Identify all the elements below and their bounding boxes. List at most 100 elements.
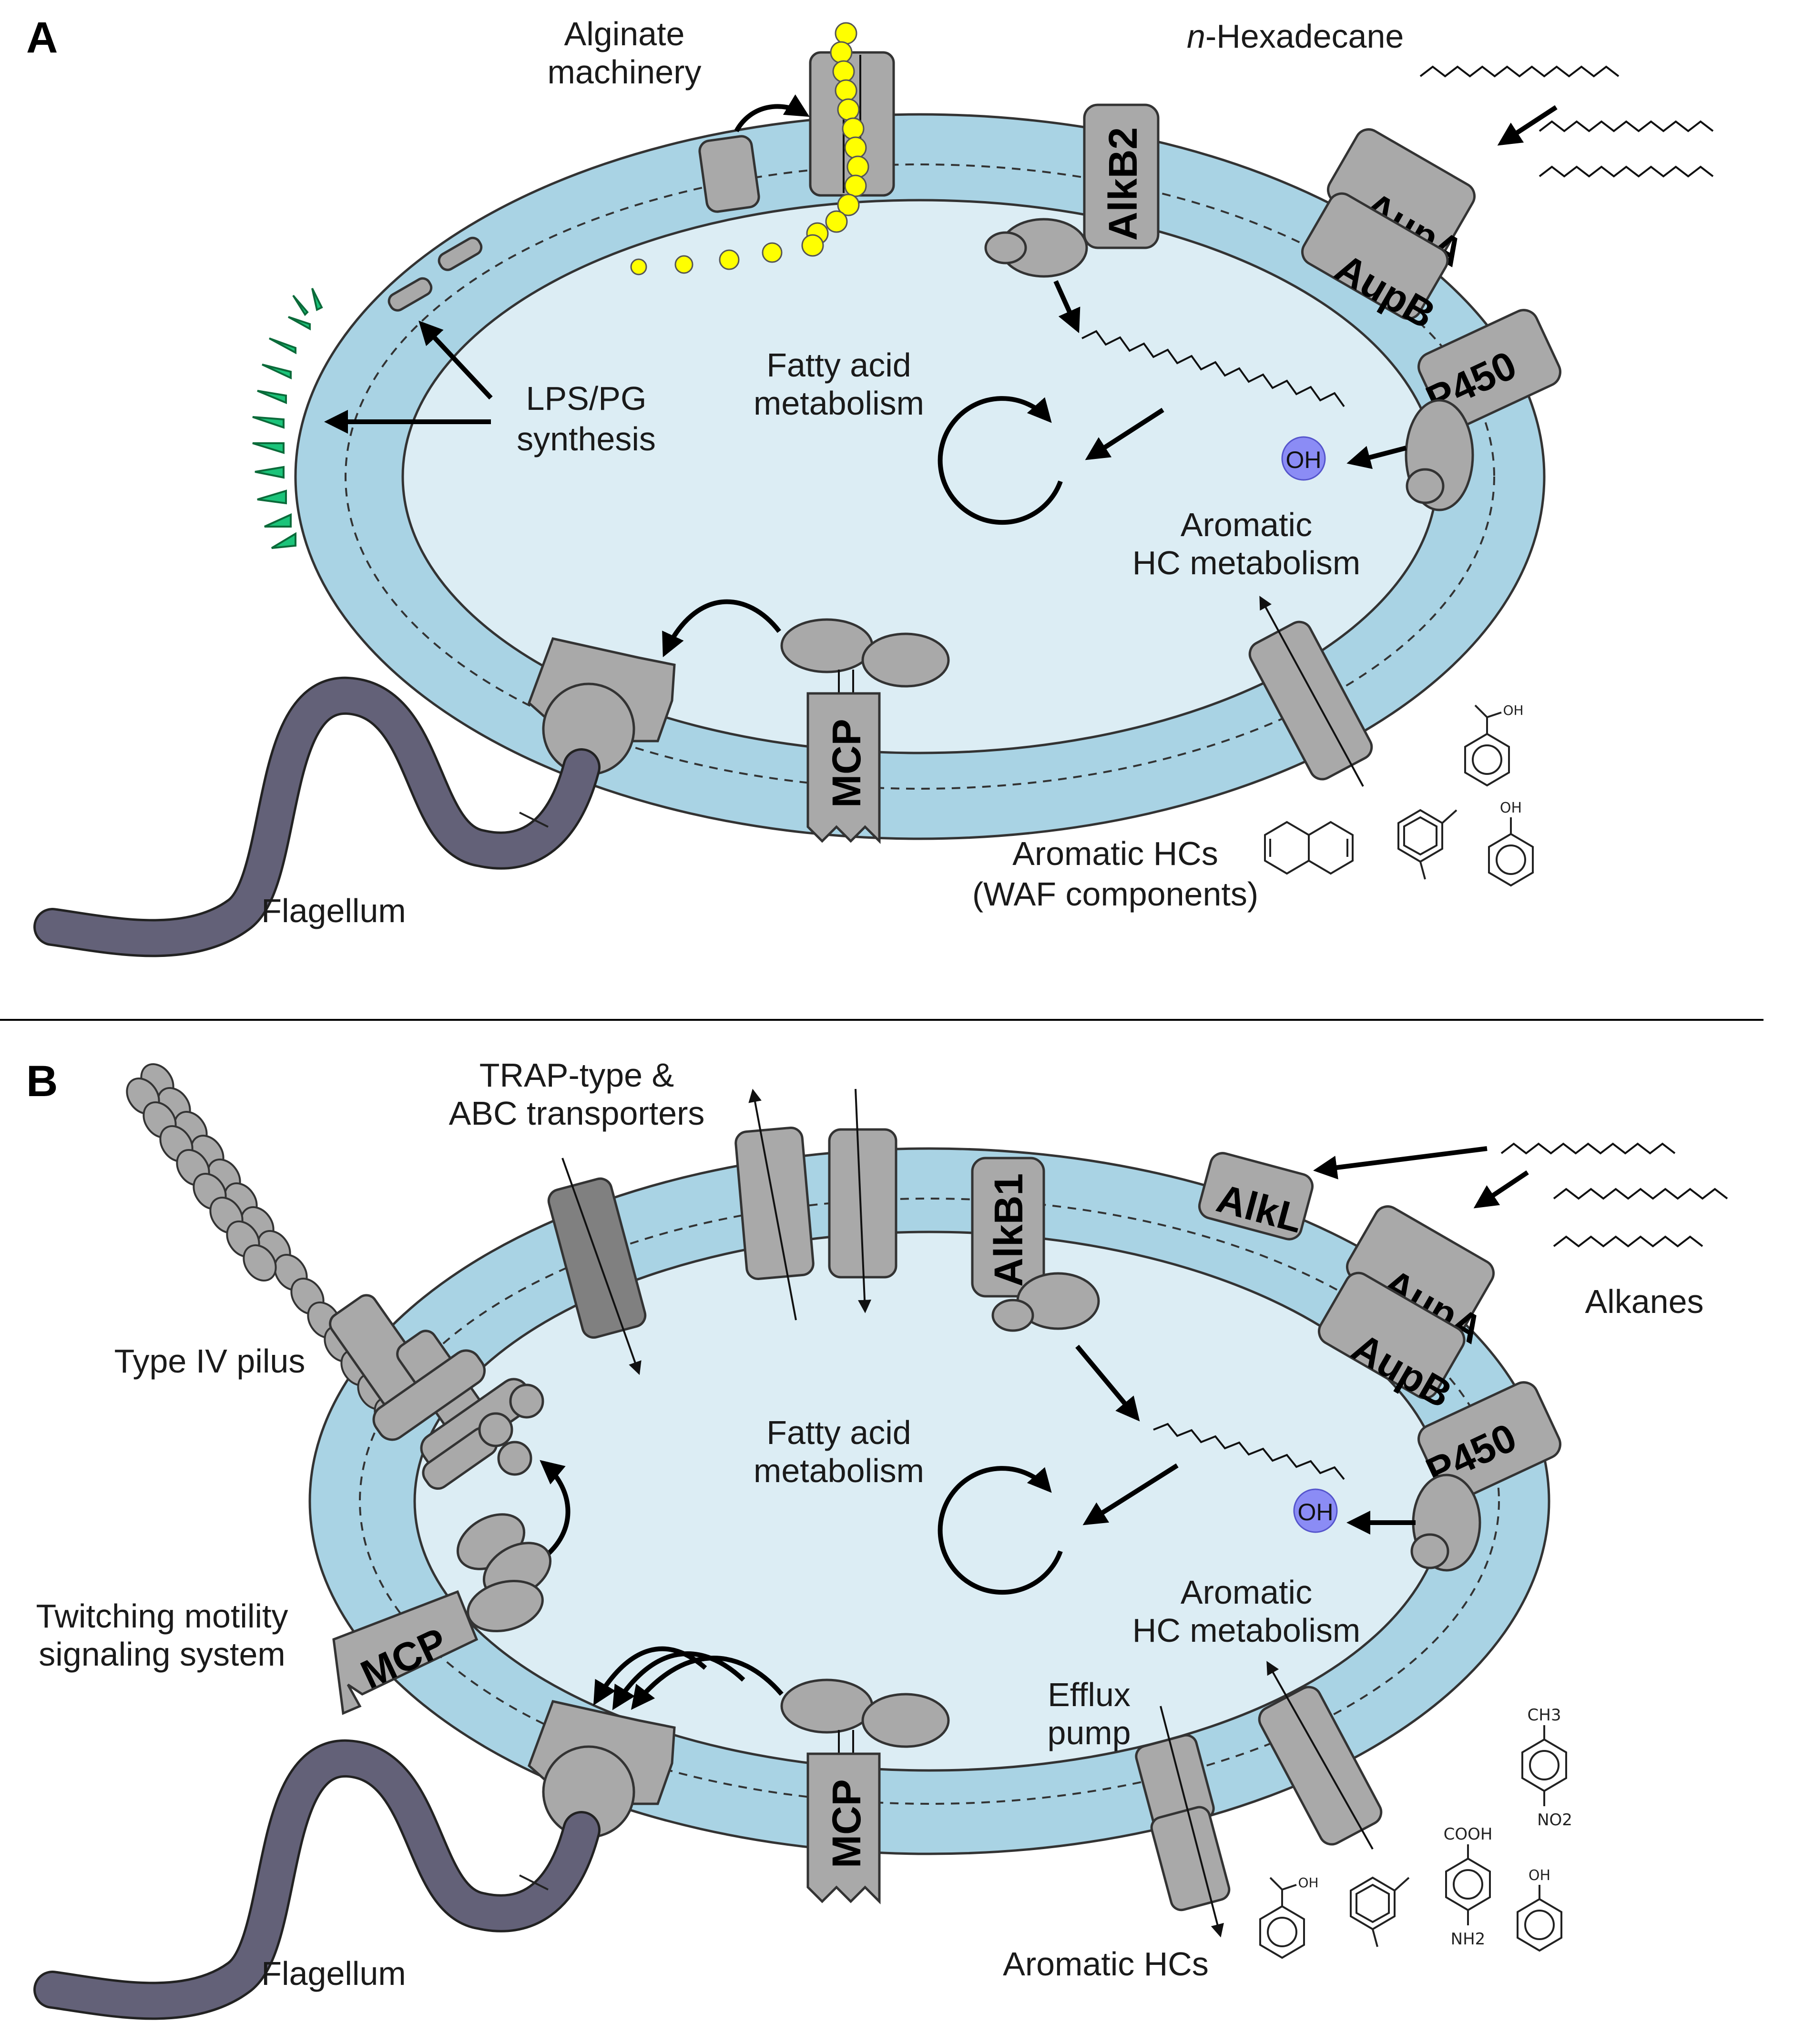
lps-precursor-1	[438, 236, 483, 271]
efflux-pump-inner	[1150, 1806, 1231, 1912]
fatty-acid-label-line2: metabolism	[754, 385, 924, 422]
alkb2-small-domain	[984, 231, 1027, 264]
alkl-protein	[1198, 1152, 1314, 1241]
fatty-alcohol-chain-b	[1153, 1423, 1345, 1480]
abc-export-arrow	[748, 1088, 797, 1321]
phenol-oh-label-b: OH	[1529, 1867, 1550, 1884]
fatty-alcohol-chain	[1081, 330, 1345, 407]
alginate-arrow	[734, 94, 810, 132]
aromatic-hcs-label-line1: Aromatic HCs	[1012, 835, 1218, 872]
hexadecane-label: n-Hexadecane	[1187, 18, 1404, 55]
twitching-label-line2: signaling system	[39, 1636, 285, 1673]
aromatic-uptake-arrow	[1259, 596, 1364, 787]
hexadecane-chain-3	[1539, 165, 1714, 178]
mcp-twitch-protein	[332, 1590, 479, 1715]
aromatic-transporter	[1248, 620, 1373, 781]
mcp-a-domain-left	[780, 618, 874, 673]
alkane-chain-3	[1553, 1235, 1703, 1248]
aromatic-uptake-arrow-b	[1266, 1661, 1374, 1850]
p450-hydroxylation-arrow	[1346, 446, 1407, 469]
no2-label: NO2	[1537, 1810, 1572, 1830]
aromatic-hcs-b-label: Aromatic HCs	[1003, 1945, 1209, 1983]
hexadecane-chain-1	[1419, 65, 1620, 78]
type-iv-pilus	[126, 1063, 544, 1490]
mcp-b-domain-left	[780, 1678, 874, 1734]
benzoic-acid-structure-b: OH	[1259, 1875, 1319, 1959]
alkb2-protein	[1083, 103, 1160, 249]
trap-label-line1: TRAP-type &	[479, 1057, 674, 1094]
mcp-b-label: MCP	[824, 1779, 869, 1868]
oh-bubble-b	[1293, 1488, 1338, 1533]
oh-bubble	[1281, 436, 1326, 481]
alginate-inner-protein	[698, 135, 760, 213]
panel-a-letter: A	[26, 13, 58, 62]
oh-label-b: OH	[1298, 1499, 1334, 1525]
alginate-label-line2: machinery	[548, 53, 702, 91]
alkane-chain-2	[1553, 1188, 1728, 1200]
alkb2-oxidation-arrow	[1053, 280, 1080, 334]
flagellum-a-label: Flagellum	[261, 892, 406, 929]
aromatic-transporter-b	[1258, 1686, 1383, 1846]
hexadecane-uptake-arrow	[1497, 105, 1558, 146]
mcp-b-protein	[806, 1752, 881, 1905]
aromatic-metabolism-line2: HC metabolism	[1132, 544, 1360, 581]
aromatic-metabolism-line1: Aromatic	[1181, 506, 1312, 543]
naphthalene-structure	[1264, 821, 1354, 875]
lps-to-precursor-arrow	[418, 320, 493, 400]
efflux-label-line2: pump	[1047, 1714, 1131, 1751]
phenol-structure-a: OH	[1488, 800, 1534, 887]
p450-protein-b	[1417, 1381, 1561, 1502]
panel-b-letter: B	[26, 1057, 58, 1106]
p450-small-domain-b	[1410, 1533, 1449, 1569]
xylene-structure-b	[1350, 1876, 1410, 1947]
phenol-oh-label-a: OH	[1500, 800, 1522, 816]
alkb1-label: AlkB1	[986, 1173, 1031, 1287]
lps-brush	[252, 288, 323, 549]
alcohol-to-cycle-arrow	[1085, 407, 1164, 460]
aminobenzoic-acid-structure: COOH NH2	[1444, 1825, 1493, 1949]
oh-label: OH	[1286, 447, 1322, 473]
mcp-b-signal-arrow-2	[612, 1651, 745, 1710]
p450-protein	[1417, 309, 1561, 430]
mcp-b-domain-right	[861, 1693, 950, 1748]
aromatic-metabolism-b-line2: HC metabolism	[1132, 1612, 1360, 1649]
alcohol-to-cycle-arrow-b	[1082, 1463, 1179, 1525]
cooh-label: COOH	[1444, 1825, 1493, 1844]
trap-transporter	[547, 1177, 647, 1339]
type-iv-pilus-label: Type IV pilus	[114, 1342, 306, 1380]
panel-a: A	[26, 13, 1714, 957]
alkb1-small-domain	[991, 1299, 1034, 1332]
alkb2-label: AlkB2	[1101, 127, 1145, 241]
aromatic-metabolism-b-line1: Aromatic	[1181, 1574, 1312, 1611]
aupb-protein-b	[1318, 1271, 1466, 1400]
nitrotoluene-structure: CH3 NO2	[1521, 1706, 1572, 1830]
twitching-signal-arrow	[540, 1460, 571, 1558]
efflux-arrow	[1160, 1706, 1224, 1938]
fatty-acid-label-b-line1: Fatty acid	[766, 1414, 911, 1451]
fatty-acid-cycle-b	[938, 1466, 1063, 1595]
aup-uptake-arrow	[1473, 1170, 1529, 1209]
aupb-protein	[1301, 192, 1449, 320]
periplasm-dashed-line	[345, 163, 1495, 790]
alkane-chain-1	[1500, 1142, 1676, 1155]
alkb1-protein	[971, 1157, 1045, 1298]
mcp-a-label: MCP	[824, 719, 869, 808]
p450-small-domain	[1406, 468, 1445, 504]
flagellum-b-label: Flagellum	[261, 1955, 406, 1992]
flagellum-b	[36, 1741, 598, 2018]
nh2-label: NH2	[1451, 1930, 1486, 1949]
xylene-structure	[1397, 809, 1458, 880]
lps-label-line2: synthesis	[517, 420, 656, 458]
fatty-acid-label-line1: Fatty acid	[766, 346, 911, 384]
alkanes-label: Alkanes	[1585, 1283, 1703, 1320]
ch3-label: CH3	[1528, 1706, 1561, 1725]
aromatic-hcs-label-line2: (WAF components)	[972, 875, 1258, 913]
efflux-label-line1: Efflux	[1048, 1676, 1131, 1713]
trap-label-line2: ABC transporters	[449, 1095, 705, 1132]
trap-import-arrow	[561, 1158, 642, 1375]
benzoic-acid-structure-a: OH	[1464, 702, 1524, 787]
fatty-acid-label-b-line2: metabolism	[754, 1452, 924, 1489]
lps-precursor-2	[387, 277, 433, 312]
panel-b: B TRAP-type & ABC transporters AlkB1 Alk…	[26, 1057, 1728, 2020]
